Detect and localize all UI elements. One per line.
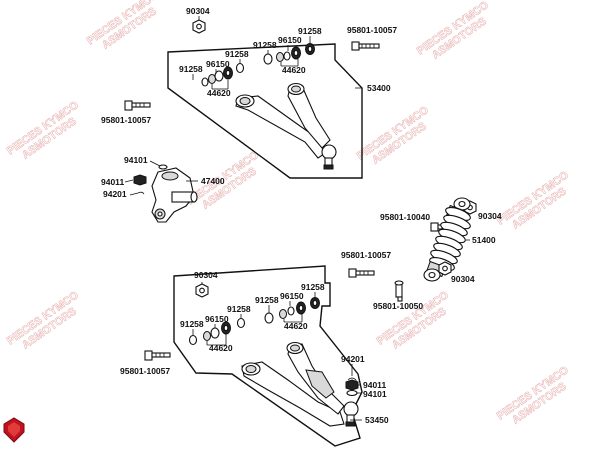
steering-knuckle-icon — [151, 167, 198, 223]
label-knuckle-nut: 94011 — [101, 177, 124, 187]
label-knuckle-washer: 94101 — [124, 155, 148, 165]
label-shock-nut-top: 90304 — [478, 211, 502, 221]
label-lower-washer-right-a: 91258 — [255, 295, 279, 305]
upper-arm-bolt-left-icon — [124, 100, 151, 111]
label-upper-washer-right-a: 91258 — [253, 40, 277, 50]
lower-right-bushing-stack-icon — [264, 301, 306, 324]
lower-washer-icon — [346, 389, 358, 397]
label-lower-bolt-left: 95801-10057 — [120, 366, 170, 376]
label-upper-washer-mid: 91258 — [225, 49, 249, 59]
label-upper-bolt-left: 95801-10057 — [101, 115, 151, 125]
label-lower-washer: 94101 — [363, 389, 387, 399]
knuckle-pin-icon — [129, 191, 145, 196]
label-lower-nut: 94011 — [363, 380, 386, 390]
label-lower-assembly: 53450 — [365, 415, 389, 425]
label-upper-nut: 90304 — [186, 6, 210, 16]
label-lower-bushing-right: 44620 — [284, 321, 308, 331]
upper-a-arm-icon — [235, 82, 337, 170]
label-knuckle-assembly: 47400 — [201, 176, 225, 186]
label-lower-spacer-left: 96150 — [205, 314, 229, 324]
knuckle-washer-icon — [158, 164, 168, 170]
label-upper-bushing-left: 44620 — [207, 88, 231, 98]
label-shock-nut-bottom: 90304 — [451, 274, 475, 284]
label-lower-pin: 94201 — [341, 354, 365, 364]
label-lower-bushing-left: 44620 — [209, 343, 233, 353]
label-lower-spacer-right: 96150 — [280, 291, 304, 301]
shock-bottom-bolt-icon — [394, 280, 404, 302]
knuckle-group: 94101 94011 94201 47400 — [101, 155, 225, 223]
brand-shield-logo-icon — [3, 417, 25, 443]
label-upper-washer-right-b: 91258 — [298, 26, 322, 36]
label-shock-bolt-top: 95801-10040 — [380, 212, 430, 222]
upper-right-bushing-stack-icon — [263, 46, 301, 65]
upper-arm-group: 90304 95801-10057 95801-10057 91258 9615 — [101, 6, 397, 179]
label-upper-bushing-right: 44620 — [282, 65, 306, 75]
label-shock-assembly: 51400 — [472, 235, 496, 245]
lower-left-bushing-stack-icon — [188, 321, 231, 346]
knuckle-nut-icon — [133, 174, 147, 186]
shock-bottom-nut-icon — [438, 261, 452, 276]
lower-arm-bolt-left-icon — [144, 350, 171, 361]
label-lower-bolt-top: 95801-10057 — [341, 250, 391, 260]
upper-arm-frame — [167, 43, 363, 179]
label-lower-nut-top: 90304 — [194, 270, 218, 280]
label-upper-spacer-left: 96150 — [206, 59, 230, 69]
upper-arm-nut-icon — [192, 19, 206, 34]
label-upper-spacer-right: 96150 — [278, 35, 302, 45]
upper-arm-bolt-top-icon — [351, 41, 380, 51]
shock-absorber-icon — [423, 197, 471, 282]
upper-mid-washer-icon — [235, 62, 245, 74]
lower-mid-washer-icon — [236, 317, 246, 329]
label-lower-washer-mid: 91258 — [227, 304, 251, 314]
label-lower-washer-right-b: 91258 — [301, 282, 325, 292]
label-knuckle-pin: 94201 — [103, 189, 127, 199]
upper-left-bushing-stack-icon — [201, 66, 233, 87]
lower-pin-icon — [347, 377, 357, 386]
lower-a-arm-icon — [241, 341, 359, 427]
lower-arm-bolt-top-icon — [348, 268, 375, 278]
shock-group: 90304 95801-10040 51400 — [373, 197, 502, 311]
lower-arm-nut-icon — [195, 283, 209, 298]
label-upper-washer-left: 91258 — [179, 64, 203, 74]
label-upper-assembly: 53400 — [367, 83, 391, 93]
lower-arm-frame — [173, 265, 363, 447]
label-upper-bolt-top: 95801-10057 — [347, 25, 397, 35]
lower-arm-group: 95801-10057 90304 91258 96150 44620 9125… — [120, 250, 391, 447]
label-lower-washer-left: 91258 — [180, 319, 204, 329]
lower-nut-icon — [345, 379, 359, 391]
label-shock-bolt-bottom: 95801-10050 — [373, 301, 423, 311]
